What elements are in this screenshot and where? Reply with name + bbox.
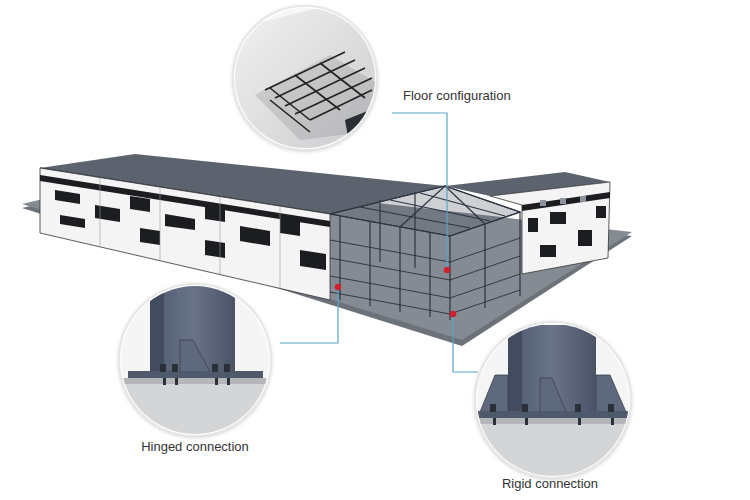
hinged-label: Hinged connection (141, 439, 249, 454)
floor-label: Floor configuration (403, 88, 511, 103)
rigid-label: Rigid connection (502, 476, 598, 491)
